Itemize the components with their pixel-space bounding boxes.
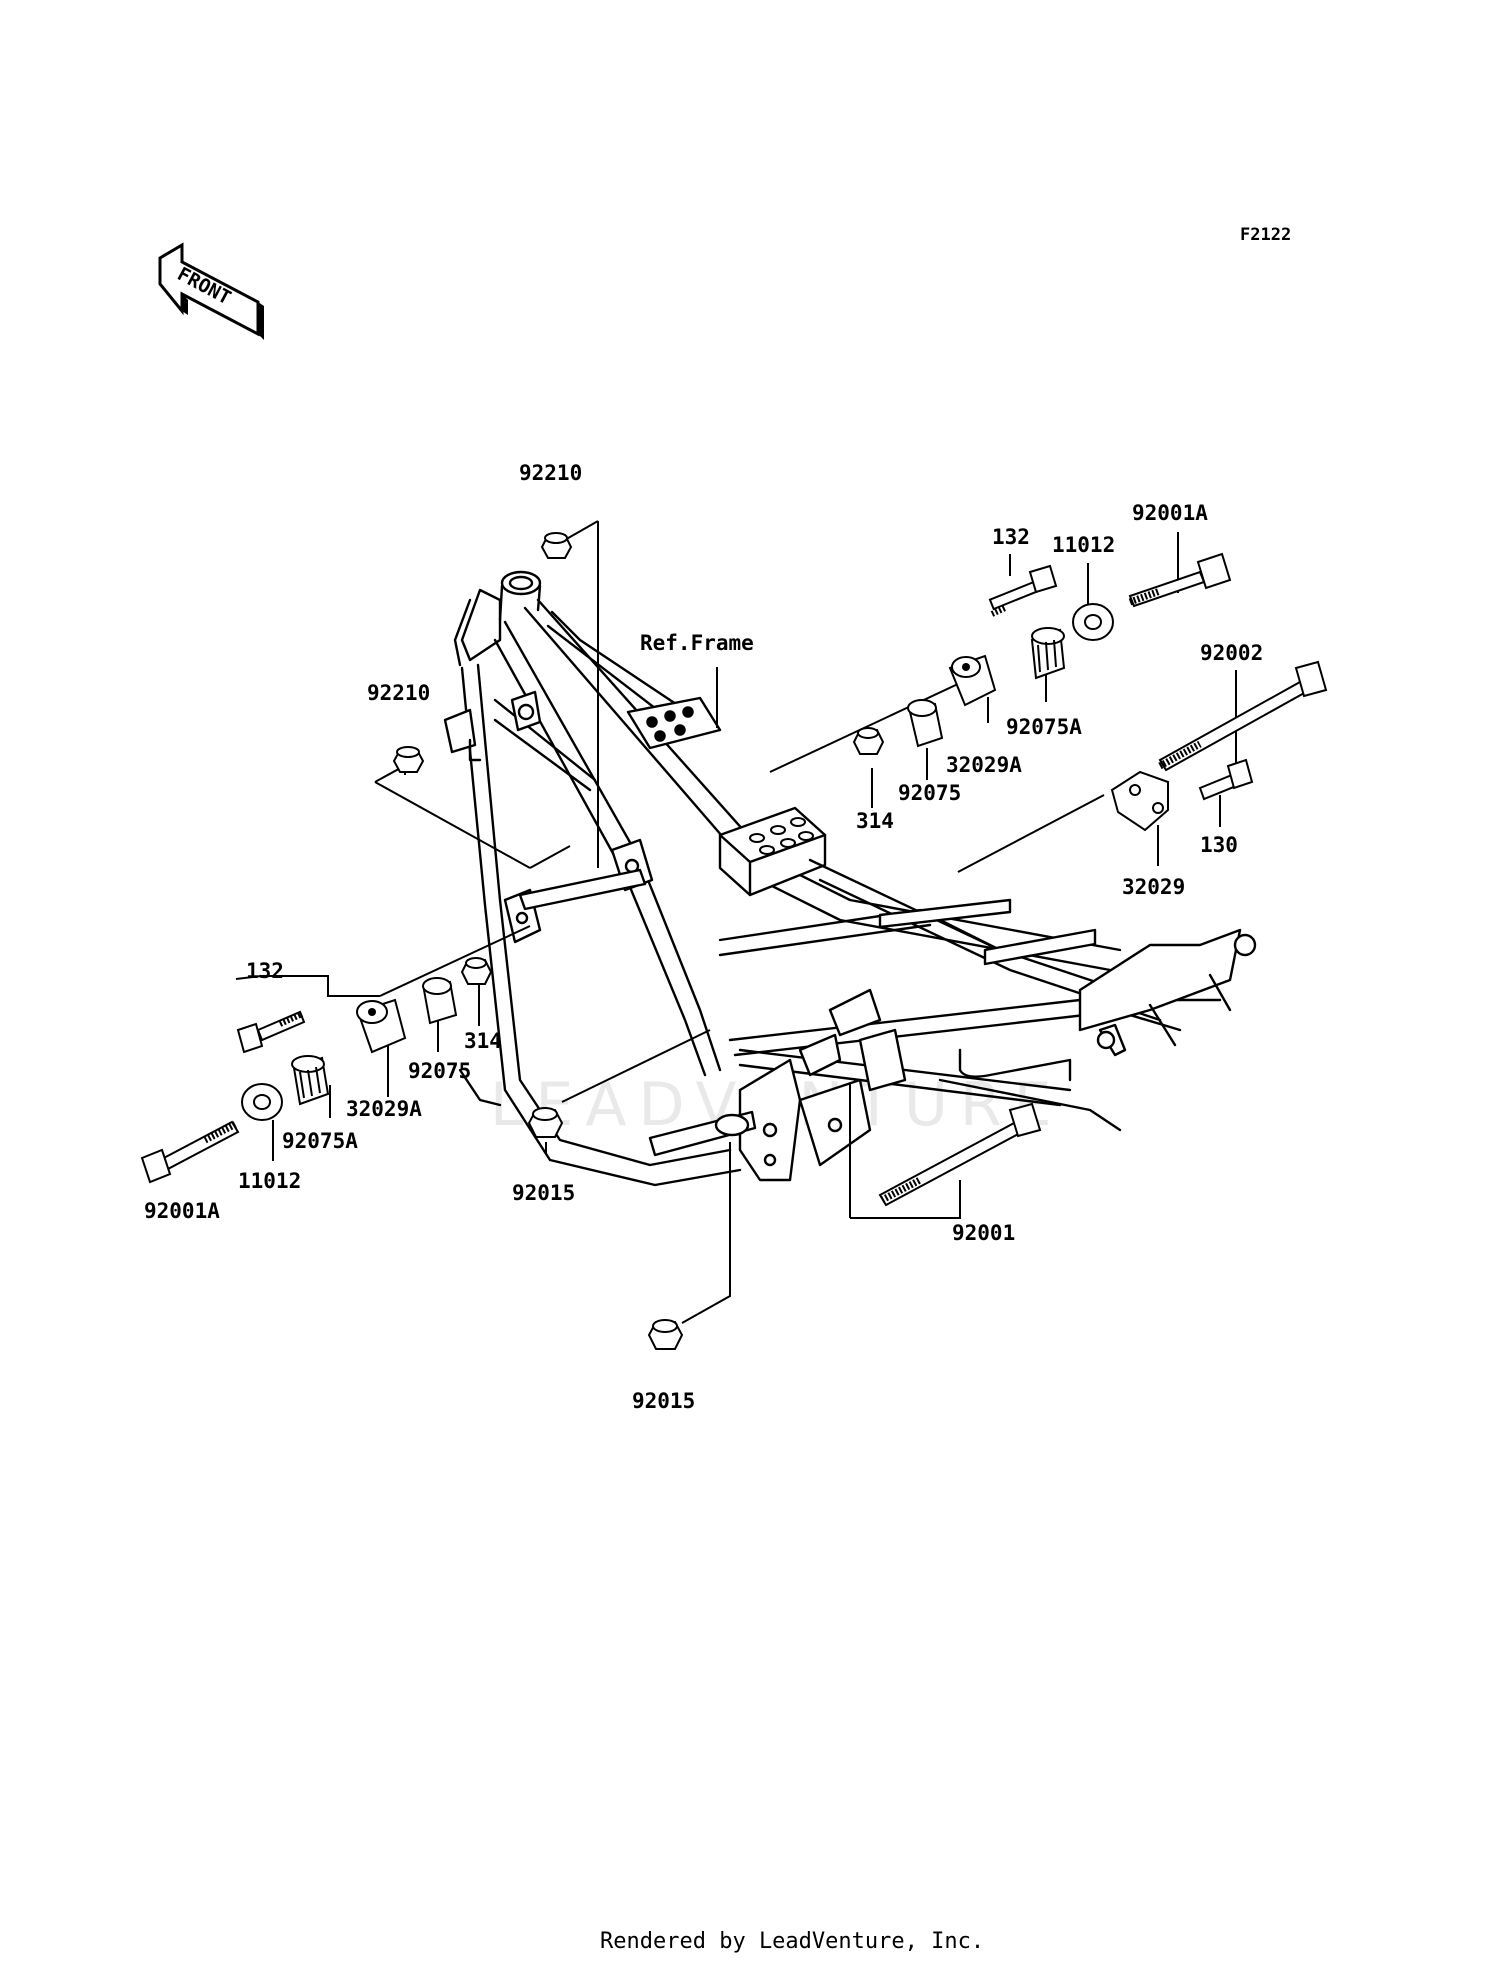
bolt-132-right[interactable] bbox=[988, 564, 1058, 617]
rubber-92075A-left[interactable] bbox=[291, 1055, 330, 1106]
bolt-92001A-right[interactable] bbox=[1128, 552, 1232, 608]
nut-92210-left[interactable] bbox=[392, 746, 425, 773]
motorcycle-frame bbox=[443, 570, 1257, 1187]
label-32029A-left[interactable]: 32029A bbox=[346, 1097, 422, 1121]
nut-314-left[interactable] bbox=[460, 957, 493, 985]
label-32029A-right[interactable]: 32029A bbox=[946, 753, 1022, 777]
label-92075A-left[interactable]: 92075A bbox=[282, 1129, 358, 1153]
nut-92210-top[interactable] bbox=[540, 532, 573, 559]
label-314-right[interactable]: 314 bbox=[856, 809, 894, 833]
front-arrow-icon: FRONT bbox=[158, 242, 264, 340]
label-314-left[interactable]: 314 bbox=[464, 1029, 502, 1053]
nut-92015-mid[interactable] bbox=[527, 1107, 564, 1138]
bolt-92001[interactable] bbox=[878, 1102, 1042, 1207]
nut-314-right[interactable] bbox=[852, 727, 885, 755]
label-92015-bottom[interactable]: 92015 bbox=[632, 1389, 695, 1413]
label-92075-right[interactable]: 92075 bbox=[898, 781, 961, 805]
part-labels: 92210 Ref.Frame 92210 132 11012 92001A 9… bbox=[144, 461, 1263, 1413]
nut-92015-bottom[interactable] bbox=[647, 1319, 684, 1350]
label-92001[interactable]: 92001 bbox=[952, 1221, 1015, 1245]
label-32029[interactable]: 32029 bbox=[1122, 875, 1185, 899]
diagram-code: F2122 bbox=[1240, 225, 1291, 245]
label-11012-right[interactable]: 11012 bbox=[1052, 533, 1115, 557]
spacer-92075-right[interactable] bbox=[907, 699, 944, 748]
spacer-92075-left[interactable] bbox=[422, 977, 458, 1025]
bolt-92002[interactable] bbox=[1158, 660, 1328, 772]
washer-11012-right[interactable] bbox=[1072, 603, 1114, 641]
label-92210-left[interactable]: 92210 bbox=[367, 681, 430, 705]
label-92075-left[interactable]: 92075 bbox=[408, 1059, 471, 1083]
bracket-32029[interactable] bbox=[1110, 770, 1169, 832]
leader-lines bbox=[235, 520, 1237, 1324]
label-92001A-left[interactable]: 92001A bbox=[144, 1199, 220, 1223]
label-92075A-right[interactable]: 92075A bbox=[1006, 715, 1082, 739]
collar-32029A-left[interactable] bbox=[356, 998, 407, 1054]
label-132-right[interactable]: 132 bbox=[992, 525, 1030, 549]
bolt-132-left[interactable] bbox=[236, 1010, 306, 1054]
label-130[interactable]: 130 bbox=[1200, 833, 1238, 857]
label-92001A-right[interactable]: 92001A bbox=[1132, 501, 1208, 525]
collar-32029A-right[interactable] bbox=[948, 654, 997, 707]
label-92015-mid[interactable]: 92015 bbox=[512, 1181, 575, 1205]
label-92210-top[interactable]: 92210 bbox=[519, 461, 582, 485]
rubber-92075A-right[interactable] bbox=[1030, 627, 1066, 680]
washer-11012-left[interactable] bbox=[241, 1083, 283, 1121]
label-11012-left[interactable]: 11012 bbox=[238, 1169, 301, 1193]
label-92002[interactable]: 92002 bbox=[1200, 641, 1263, 665]
label-ref-frame[interactable]: Ref.Frame bbox=[640, 631, 754, 655]
label-132-left[interactable]: 132 bbox=[246, 959, 284, 983]
bolt-92001A-left[interactable] bbox=[140, 1120, 240, 1184]
bolt-130[interactable] bbox=[1198, 758, 1254, 801]
footer-credit: Rendered by LeadVenture, Inc. bbox=[600, 1929, 984, 1954]
